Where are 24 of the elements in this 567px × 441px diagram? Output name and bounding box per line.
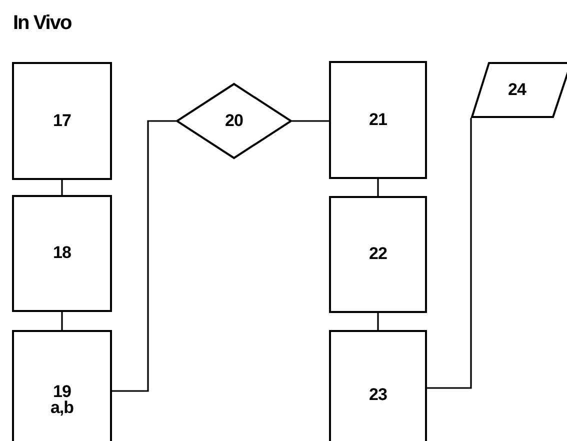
- diagram-title: In Vivo: [13, 12, 72, 35]
- process-box: [12, 62, 112, 180]
- step-number: 18: [53, 245, 71, 262]
- connector-line: [427, 118, 472, 389]
- decision-diamond: [176, 83, 292, 159]
- process-box: [329, 330, 427, 441]
- process-box: [329, 61, 427, 179]
- connector-line: [377, 313, 379, 330]
- connector-line: [61, 180, 63, 195]
- step-number: 19 a,b: [49, 384, 75, 416]
- data-parallelogram: [471, 62, 567, 118]
- connector-line: [112, 120, 176, 392]
- step-number: 24: [508, 82, 526, 98]
- connector-line: [377, 179, 379, 196]
- process-box: [12, 330, 112, 441]
- step-number: 21: [369, 112, 387, 128]
- step-number: 23: [369, 386, 387, 404]
- step-number: 17: [53, 112, 71, 130]
- step-number: 20: [225, 112, 243, 130]
- process-box: [12, 195, 112, 312]
- step-number: 22: [369, 246, 387, 263]
- process-box: [329, 196, 427, 313]
- connector-line: [61, 312, 63, 330]
- connector-line: [292, 120, 329, 122]
